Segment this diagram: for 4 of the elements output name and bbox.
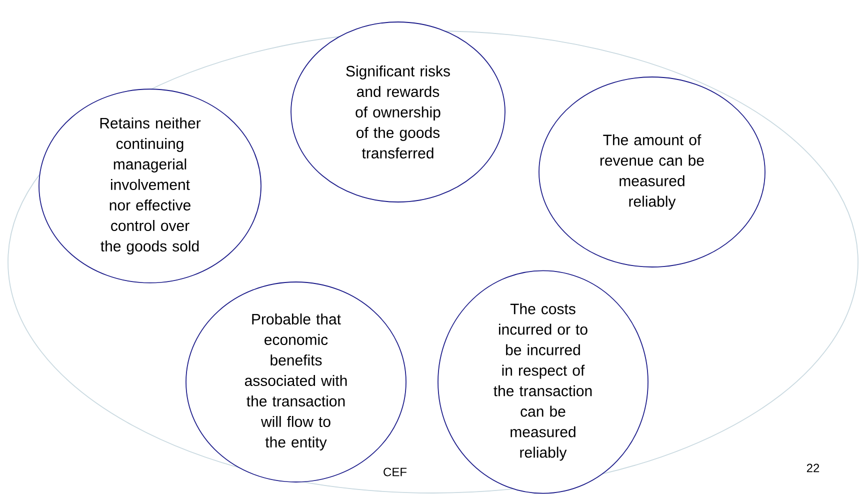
footer-text: CEF: [384, 468, 407, 476]
node-label: Probable that economic benefits associated with the transaction will flow to the entity: [244, 314, 347, 450]
node-label: The costs incurred or to be incurred in respect of the transaction can be measured reliably: [494, 303, 592, 461]
page-number: 22: [806, 464, 820, 472]
